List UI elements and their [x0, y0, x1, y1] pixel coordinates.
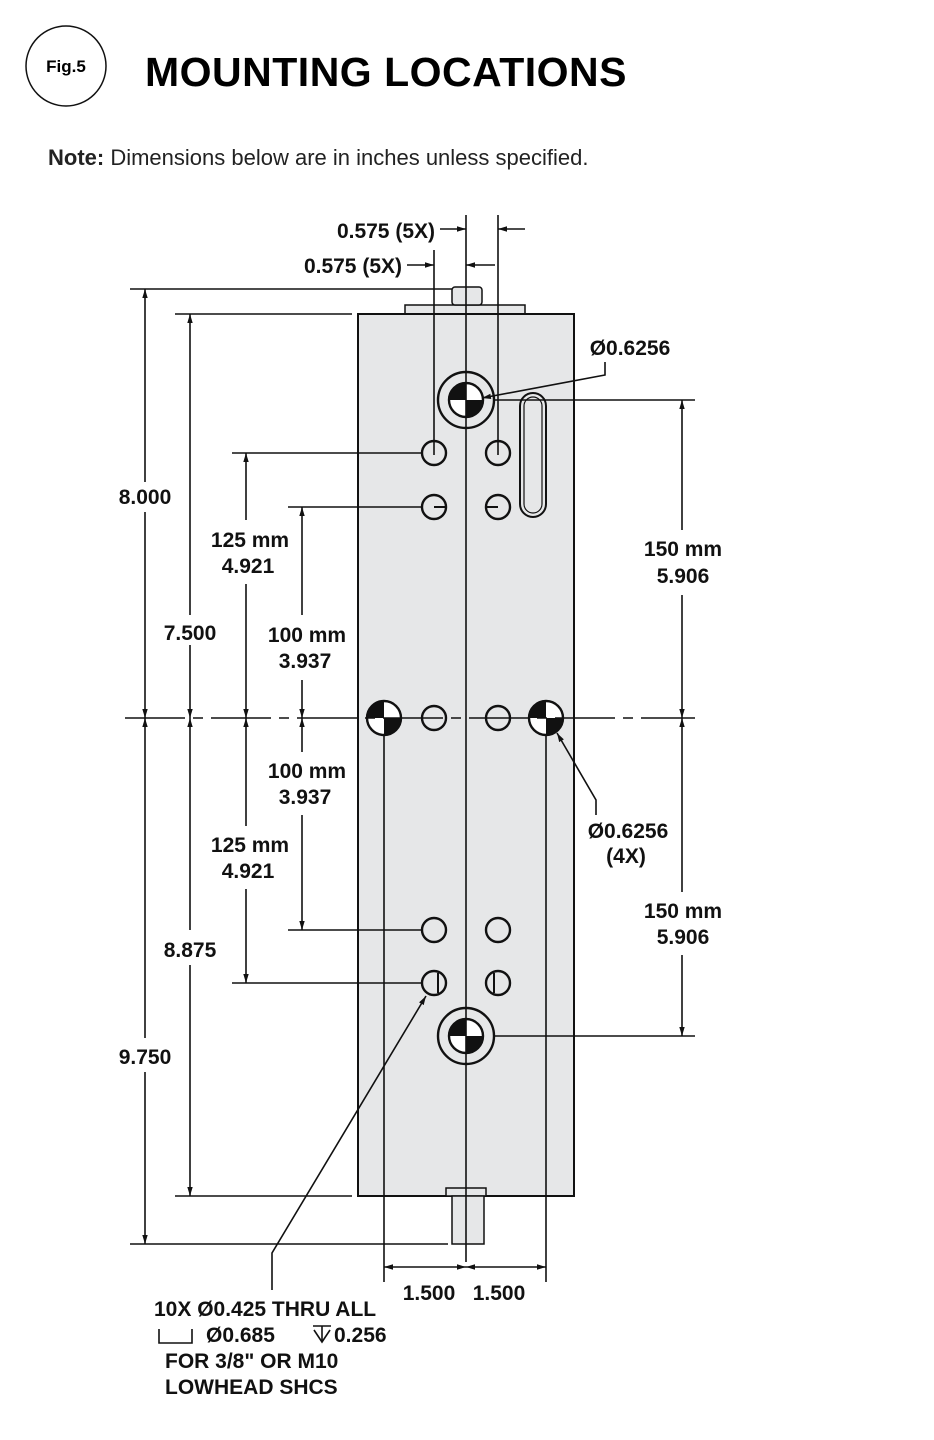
dimension-lines: [142, 226, 685, 1290]
note-text: Dimensions below are in inches unless sp…: [104, 145, 588, 170]
dim-upper-150-mm: 150 mm: [644, 538, 722, 561]
dim-lower-150-mm: 150 mm: [644, 900, 722, 923]
dim-overall-top: 8.000: [119, 486, 172, 509]
bolt-hole: [420, 969, 448, 997]
figure-badge: Fig.5: [25, 25, 107, 107]
bolt-hole: [484, 916, 512, 944]
dim-upper-100-in: 3.937: [279, 650, 332, 673]
construction-lines: [125, 215, 695, 1282]
figure-badge-circle: [25, 25, 107, 107]
slot: [519, 392, 547, 518]
hole-note-line2: Ø0.685: [206, 1324, 275, 1347]
counterbore-icon: [158, 1329, 193, 1344]
dimension-labels: 0.575 (5X) 0.575 (5X) Ø0.6256 8.000 7.50…: [119, 220, 722, 1305]
note-label: Note:: [48, 145, 104, 170]
page-title: MOUNTING LOCATIONS: [145, 49, 627, 95]
dim-upper-125-in: 4.921: [222, 555, 275, 578]
dim-lower-150-in: 5.906: [657, 926, 710, 949]
hole-note-line4: LOWHEAD SHCS: [165, 1376, 338, 1399]
dim-offset-a: 0.575 (5X): [337, 220, 435, 243]
bolt-hole: [420, 916, 448, 944]
top-pin: [451, 286, 483, 306]
dim-upper-150-in: 5.906: [657, 565, 710, 588]
dim-lower-125-in: 4.921: [222, 860, 275, 883]
dim-lower-125-mm: 125 mm: [211, 834, 289, 857]
dim-upper-100-mm: 100 mm: [268, 624, 346, 647]
depth-icon: [313, 1325, 331, 1344]
dim-dowel-side: Ø0.6256: [588, 820, 669, 843]
note: Note: Dimensions below are in inches unl…: [48, 145, 588, 170]
hole-note-line3: FOR 3/8" OR M10: [165, 1350, 338, 1373]
hole-note-line1: 10X Ø0.425 THRU ALL: [154, 1298, 376, 1321]
dim-width-right: 1.500: [473, 1282, 526, 1305]
bottom-pin: [451, 1195, 485, 1245]
dim-overall-bottom: 9.750: [119, 1046, 172, 1069]
dim-body-top: 7.500: [164, 622, 217, 645]
dim-dowel-top: Ø0.6256: [590, 337, 671, 360]
dim-lower-100-mm: 100 mm: [268, 760, 346, 783]
hole-callout: 10X Ø0.425 THRU ALL Ø0.685 0.256 FOR 3/8…: [154, 1298, 387, 1399]
figure-label: Fig.5: [46, 57, 86, 76]
dim-offset-b: 0.575 (5X): [304, 255, 402, 278]
dim-width-left: 1.500: [403, 1282, 456, 1305]
bolt-hole: [484, 969, 512, 997]
dim-upper-125-mm: 125 mm: [211, 529, 289, 552]
dim-body-bottom: 8.875: [164, 939, 217, 962]
hole-note-depth: 0.256: [334, 1324, 387, 1347]
dim-lower-100-in: 3.937: [279, 786, 332, 809]
dim-dowel-side-count: (4X): [606, 845, 646, 868]
